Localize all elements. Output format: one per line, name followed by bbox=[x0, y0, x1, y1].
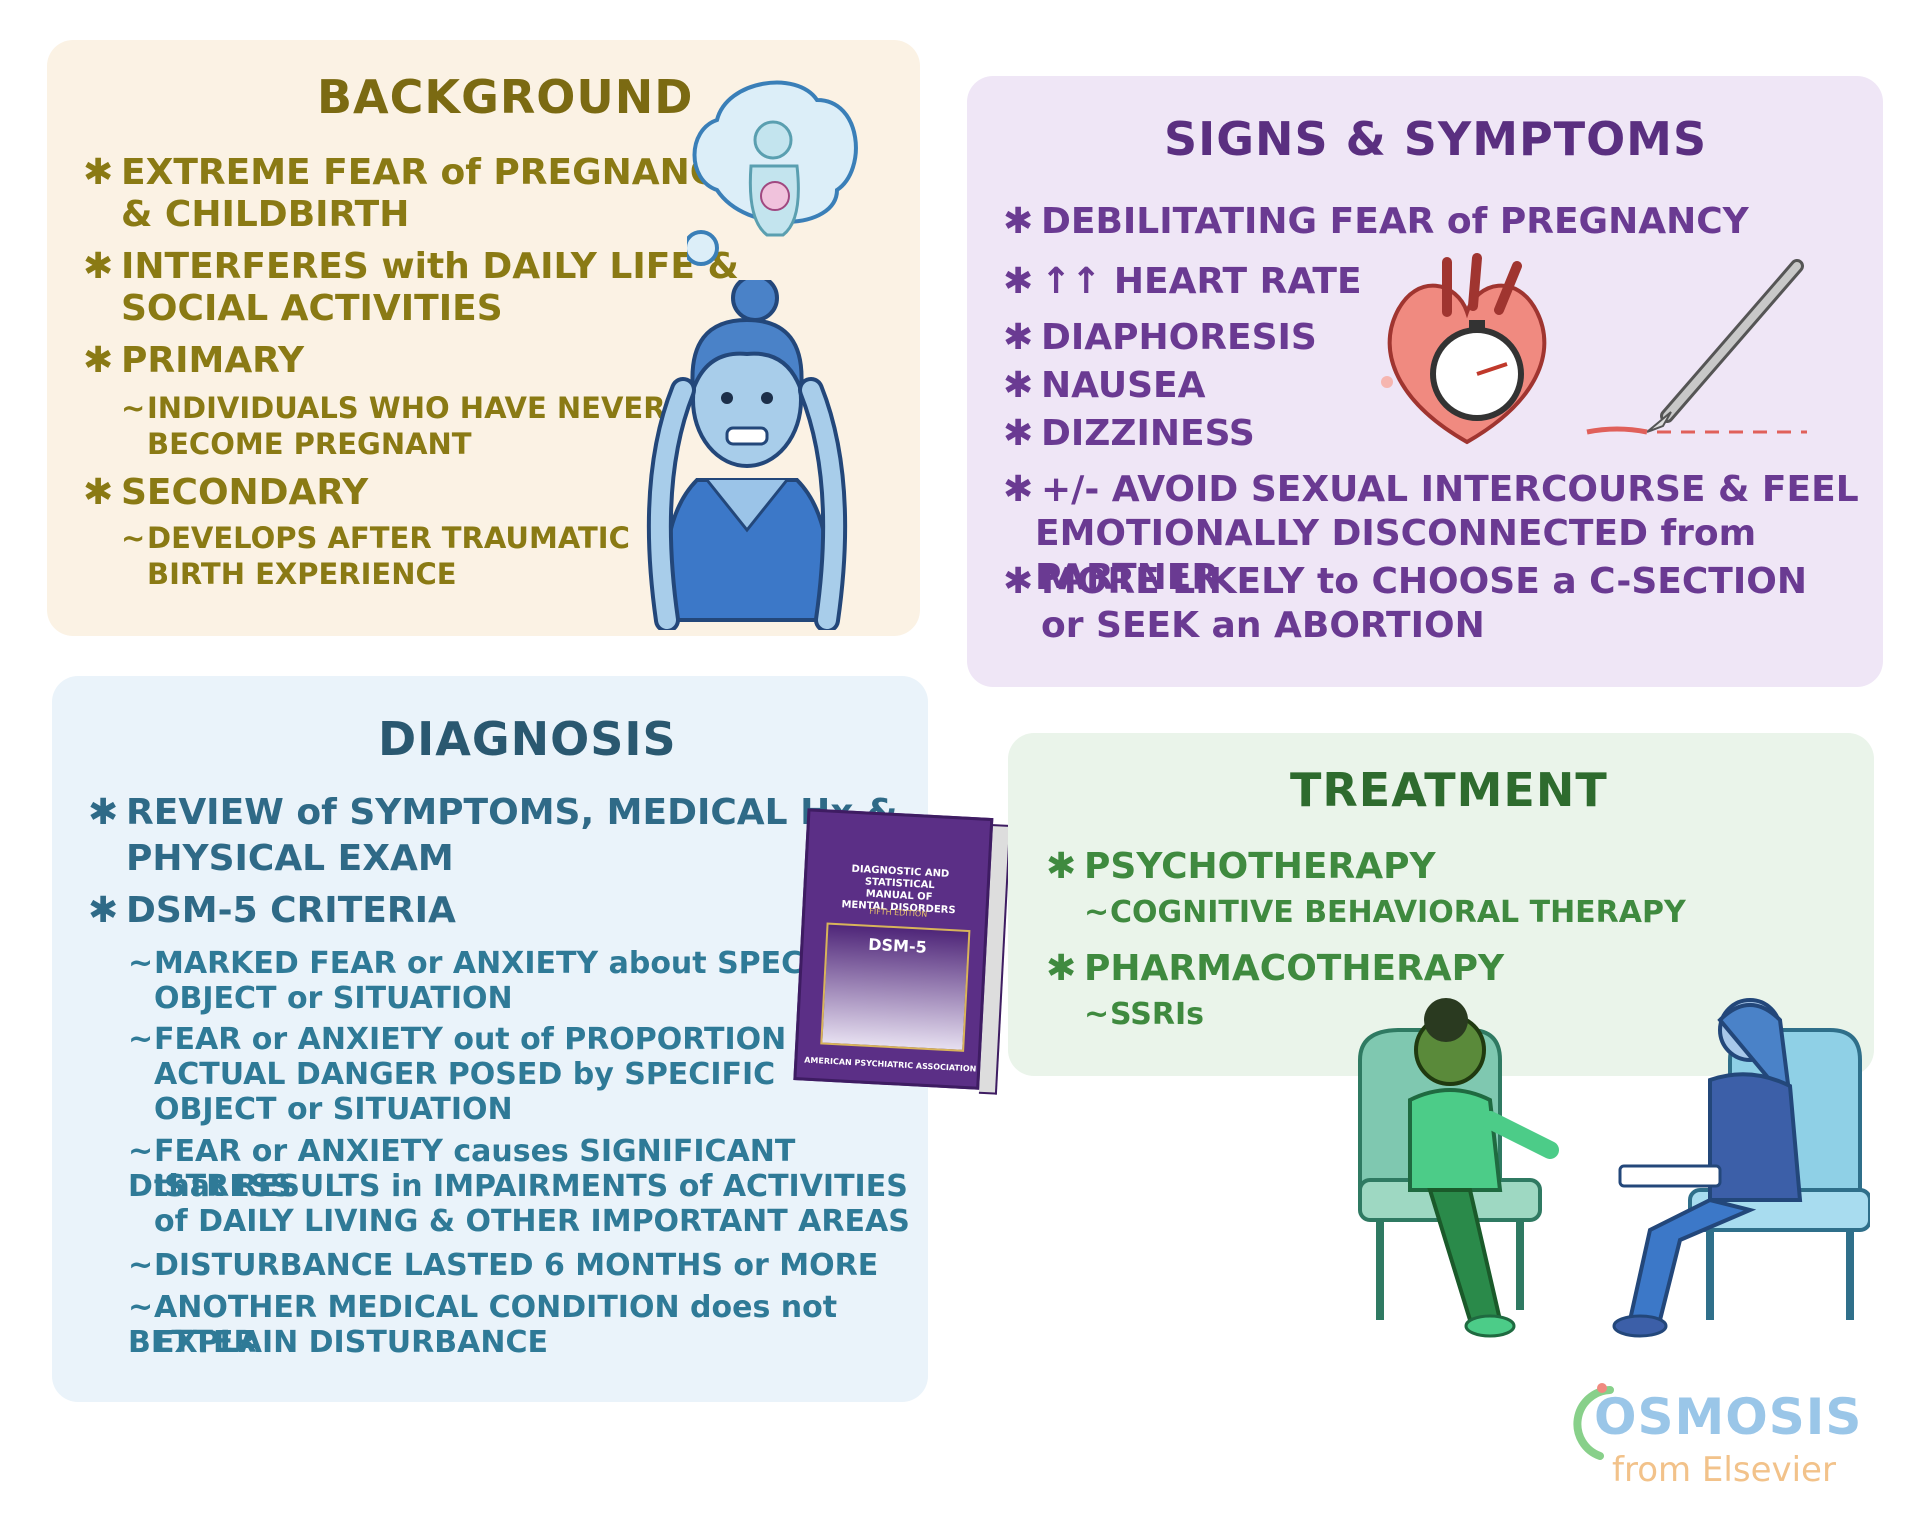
logo-subtitle: from Elsevier bbox=[1612, 1450, 1836, 1490]
bullet-icon: ✱ bbox=[1003, 469, 1034, 510]
background-title: BACKGROUND bbox=[317, 70, 694, 124]
background-item: ✱INTERFERES with DAILY LIFE & bbox=[83, 246, 739, 287]
bullet-icon: ✱ bbox=[1046, 948, 1077, 989]
dsm5-book-icon: DIAGNOSTIC AND STATISTICAL MANUAL OF MEN… bbox=[793, 808, 1030, 1103]
criteria-item: ~FEAR or ANXIETY causes SIGNIFICANT DIST… bbox=[128, 1134, 796, 1204]
anxious-woman-illustration bbox=[646, 280, 848, 630]
bullet-icon: ✱ bbox=[83, 472, 114, 513]
treatment-subitem: ~COGNITIVE BEHAVIORAL THERAPY bbox=[1084, 895, 1686, 930]
criteria-item: ~DISTURBANCE LASTED 6 MONTHS or MORE bbox=[128, 1248, 879, 1283]
osmosis-logo: OSMOSIS from Elsevier bbox=[1560, 1370, 1863, 1510]
bullet-icon: ✱ bbox=[1046, 846, 1077, 887]
criteria-item-cont: EXPLAIN DISTURBANCE bbox=[154, 1325, 548, 1360]
bullet-icon: ✱ bbox=[88, 792, 119, 833]
book-cover: DIAGNOSTIC AND STATISTICAL MANUAL OF MEN… bbox=[793, 808, 994, 1090]
diagnosis-item: ✱DSM-5 CRITERIA bbox=[88, 888, 456, 934]
criteria-item-cont: ACTUAL DANGER POSED by SPECIFIC bbox=[154, 1057, 776, 1092]
background-item-cont: & CHILDBIRTH bbox=[121, 194, 410, 235]
treatment-item: ✱PHARMACOTHERAPY bbox=[1046, 948, 1505, 989]
bullet-icon: ✱ bbox=[1003, 365, 1034, 406]
signs-panel: SIGNS & SYMPTOMS ✱DEBILITATING FEAR of P… bbox=[967, 76, 1883, 687]
bullet-icon: ✱ bbox=[83, 152, 114, 193]
diagnosis-item-cont: PHYSICAL EXAM bbox=[126, 838, 454, 879]
criteria-item-cont: that RESULTS in IMPAIRMENTS of ACTIVITIE… bbox=[154, 1169, 908, 1204]
bullet-icon: ✱ bbox=[83, 246, 114, 287]
sign-item-cont: or SEEK an ABORTION bbox=[1041, 605, 1485, 646]
criteria-item-cont: OBJECT or SITUATION bbox=[154, 981, 513, 1016]
book-label: DSM-5 bbox=[867, 934, 928, 957]
bullet-icon: ✱ bbox=[1003, 261, 1034, 302]
sign-item: ✱MORE LIKELY to CHOOSE a C-SECTION bbox=[1003, 561, 1807, 602]
bullet-icon: ✱ bbox=[1003, 561, 1034, 602]
background-subitem: ~DEVELOPS AFTER TRAUMATIC bbox=[121, 521, 630, 555]
background-panel: BACKGROUND ✱EXTREME FEAR of PREGNANCY & … bbox=[47, 40, 920, 636]
thought-bubble-icon bbox=[687, 80, 858, 266]
sign-item: ✱NAUSEA bbox=[1003, 365, 1206, 406]
sign-item: ✱DIAPHORESIS bbox=[1003, 317, 1317, 358]
bullet-icon: ✱ bbox=[1003, 317, 1034, 358]
criteria-item: ~MARKED FEAR or ANXIETY about SPECIFIC bbox=[128, 946, 869, 981]
background-subitem-cont: BECOME PREGNANT bbox=[147, 427, 472, 461]
sign-item: ✱↑↑ HEART RATE bbox=[1003, 261, 1362, 302]
scalpel-icon bbox=[1586, 259, 1807, 435]
book-publisher: AMERICAN PSYCHIATRIC ASSOCIATION bbox=[804, 1055, 977, 1074]
signs-title: SIGNS & SYMPTOMS bbox=[1164, 112, 1708, 166]
criteria-item-cont: of DAILY LIVING & OTHER IMPORTANT AREAS bbox=[154, 1204, 910, 1239]
bullet-icon: ✱ bbox=[1003, 413, 1034, 454]
background-item: ✱SECONDARY bbox=[83, 472, 369, 513]
diagnosis-panel: DIAGNOSIS ✱REVIEW of SYMPTOMS, MEDICAL H… bbox=[52, 676, 928, 1402]
background-item: ✱EXTREME FEAR of PREGNANCY bbox=[83, 152, 743, 193]
bullet-icon: ✱ bbox=[83, 340, 114, 381]
background-item: ✱PRIMARY bbox=[83, 340, 305, 381]
background-item-cont: SOCIAL ACTIVITIES bbox=[121, 288, 503, 329]
treatment-title: TREATMENT bbox=[1290, 763, 1608, 817]
treatment-subitem: ~SSRIs bbox=[1084, 997, 1204, 1032]
treatment-item: ✱PSYCHOTHERAPY bbox=[1046, 846, 1436, 887]
diagnosis-title: DIAGNOSIS bbox=[378, 712, 677, 766]
background-subitem: ~INDIVIDUALS WHO HAVE NEVER bbox=[121, 391, 666, 425]
logo-wordmark: OSMOSIS bbox=[1594, 1388, 1863, 1446]
background-subitem-cont: BIRTH EXPERIENCE bbox=[147, 557, 457, 591]
criteria-item: ~ANOTHER MEDICAL CONDITION does not BETT… bbox=[128, 1290, 838, 1360]
osmosis-logo-mark-icon bbox=[1573, 1383, 1614, 1460]
bullet-icon: ✱ bbox=[88, 890, 119, 931]
criteria-item: ~FEAR or ANXIETY out of PROPORTION to bbox=[128, 1022, 832, 1057]
criteria-item-cont: OBJECT or SITUATION bbox=[154, 1092, 513, 1127]
heart-stopwatch-icon bbox=[1381, 253, 1547, 445]
sign-item: ✱DEBILITATING FEAR of PREGNANCY bbox=[1003, 201, 1749, 242]
diagnosis-item: ✱REVIEW of SYMPTOMS, MEDICAL Hx & bbox=[88, 790, 897, 836]
sign-item-cont: EMOTIONALLY DISCONNECTED from PARTNER bbox=[1035, 513, 1757, 598]
bullet-icon: ✱ bbox=[1003, 201, 1034, 242]
sign-item: ✱+/- AVOID SEXUAL INTERCOURSE & FEEL bbox=[1003, 469, 1859, 510]
therapy-session-illustration bbox=[1358, 998, 1870, 1338]
sign-item: ✱DIZZINESS bbox=[1003, 413, 1255, 454]
book-label-box: DSM-5 bbox=[820, 922, 971, 1052]
